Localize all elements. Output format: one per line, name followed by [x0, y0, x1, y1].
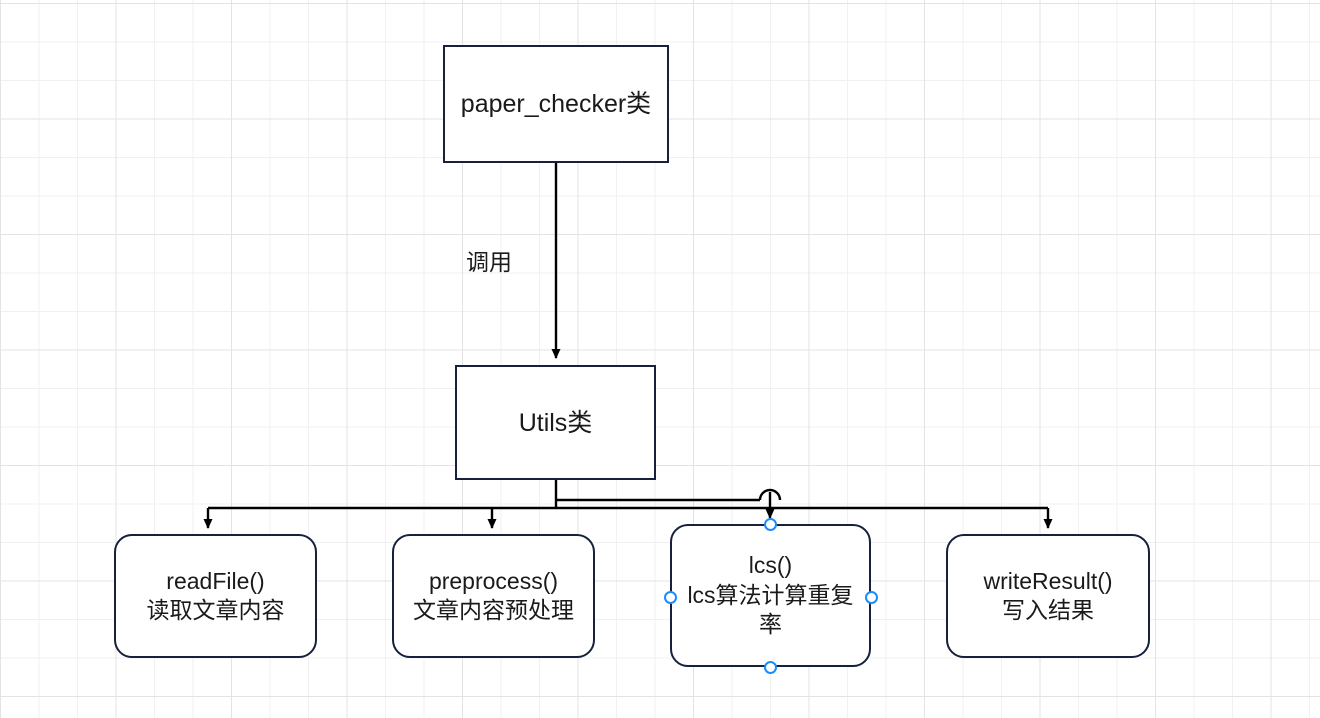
node-lcs-line-2: lcs算法计算重复率: [687, 581, 854, 638]
node-preprocess-line-1: preprocess(): [428, 567, 559, 594]
node-paper-checker[interactable]: paper_checker类: [443, 45, 669, 163]
node-utils[interactable]: Utils类: [455, 365, 656, 480]
node-read-file-line-2: 读取文章内容: [146, 597, 285, 623]
edge-label-call: 调用: [466, 249, 512, 277]
edge-label-call-text: 调用: [466, 249, 512, 275]
selection-handle-left[interactable]: [663, 590, 677, 604]
selection-handle-right[interactable]: [864, 590, 878, 604]
edge-utils-rail: [208, 500, 1048, 510]
node-read-file[interactable]: readFile() 读取文章内容: [114, 534, 317, 658]
node-lcs[interactable]: lcs() lcs算法计算重复率: [670, 524, 871, 667]
node-read-file-line-1: readFile(): [166, 567, 265, 594]
edge-utils-to-lcs[interactable]: [556, 488, 782, 519]
node-lcs-line-1: lcs(): [748, 552, 793, 579]
node-paper-checker-line-1: paper_checker类: [460, 90, 652, 118]
node-write-result-line-2: 写入结果: [1002, 597, 1094, 623]
node-preprocess-line-2: 文章内容预处理: [413, 597, 574, 623]
selection-handle-top[interactable]: [763, 517, 777, 531]
node-write-result[interactable]: writeResult() 写入结果: [946, 534, 1150, 658]
node-preprocess[interactable]: preprocess() 文章内容预处理: [392, 534, 595, 658]
selection-handle-bottom[interactable]: [763, 660, 777, 674]
node-utils-line-1: Utils类: [518, 408, 593, 437]
node-write-result-line-1: writeResult(): [983, 567, 1113, 594]
